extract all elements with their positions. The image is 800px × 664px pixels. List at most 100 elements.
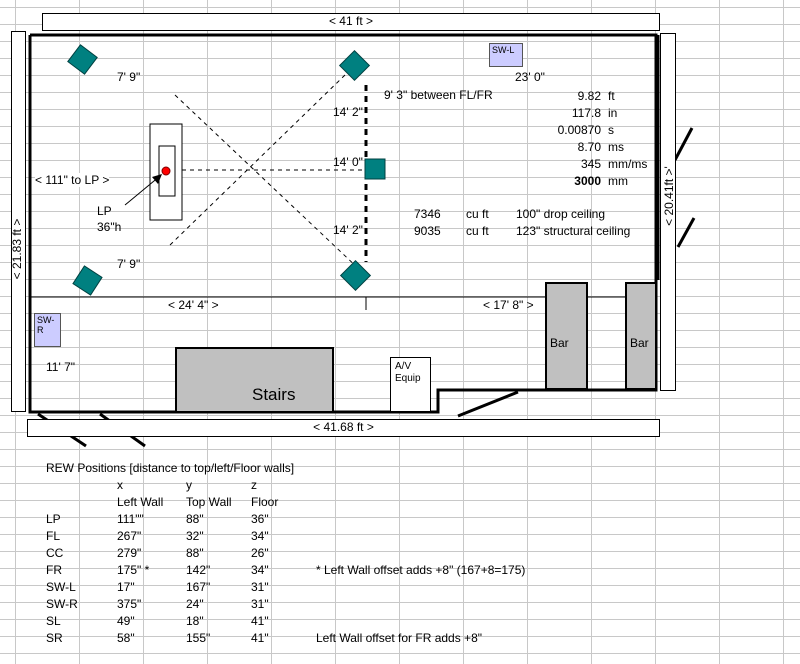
table-cell-z: 36"	[251, 512, 269, 526]
av-equipment: A/V Equip	[390, 357, 431, 412]
measurement-value: 345	[580, 157, 601, 171]
table-cell-y: 88"	[186, 512, 204, 526]
stairs-label: Stairs	[252, 385, 296, 404]
table-cell-y: 88"	[186, 546, 204, 560]
av-label-2: Equip	[395, 373, 421, 384]
table-cell-y: 18"	[186, 614, 204, 628]
speaker-sr	[72, 265, 103, 296]
fr-distance-to-lp: 14' 2"	[333, 223, 363, 237]
subwoofer-left: SW-L	[489, 43, 523, 67]
subwoofer-right: SW- R	[34, 313, 61, 347]
table-cell-x: 49"	[117, 614, 135, 628]
axis-header-x: x	[117, 478, 123, 492]
door-stroke-2	[676, 217, 696, 248]
measurement-row: 345 mm/ms	[540, 156, 647, 173]
subwoofer-right-label: SW-	[37, 315, 55, 325]
table-row-name: SL	[46, 614, 61, 628]
table-cell-z: 34"	[251, 529, 269, 543]
table-cell-x: 111""	[117, 512, 144, 526]
room-wall	[28, 33, 658, 414]
col-header-top-wall: Top Wall	[186, 495, 232, 509]
table-cell-z: 34"	[251, 563, 269, 577]
measurement-unit: ms	[608, 140, 624, 154]
swl-distance: 23' 0"	[515, 70, 545, 84]
cc-distance-to-lp: 14' 0"	[333, 155, 363, 169]
lp-arrow	[124, 175, 161, 206]
measurement-value: 9.82	[577, 89, 601, 103]
table-cell-y: 142"	[186, 563, 211, 577]
table-cell-z: 31"	[251, 580, 269, 594]
sl-distance: 7' 9"	[117, 70, 141, 84]
table-cell-y: 167"	[186, 580, 211, 594]
measurement-unit: in	[608, 106, 618, 120]
to-lp-label: < 111" to LP >	[35, 173, 110, 187]
speaker-sl	[67, 44, 98, 75]
lp-label: LP	[97, 204, 112, 218]
table-row-name: SW-R	[46, 597, 78, 611]
measurement-unit: mm/ms	[608, 157, 648, 171]
measurement-value: 3000	[574, 174, 601, 188]
lp-height-label: 36"h	[97, 220, 122, 234]
sr-distance: 7' 9"	[117, 257, 141, 271]
table-cell-x: 58"	[117, 631, 135, 645]
subwoofer-left-label: SW-L	[492, 45, 515, 55]
door-stroke-1	[673, 127, 694, 161]
bar-right-label: Bar	[630, 336, 649, 350]
measurement-unit: s	[608, 123, 614, 137]
table-cell-z: 41"	[251, 631, 269, 645]
col-header-floor: Floor	[251, 495, 279, 509]
volume-unit: cu ft	[466, 207, 489, 221]
subwoofer-right-label-2: R	[37, 325, 44, 335]
table-row-name: CC	[46, 546, 64, 560]
dash-line-b	[169, 74, 346, 246]
measurement-unit: ft	[608, 89, 615, 103]
measurement-row: 9.82 ft	[540, 88, 640, 105]
rew-table-title: REW Positions [distance to top/left/Floo…	[46, 461, 295, 475]
measurement-value: 0.00870	[557, 123, 601, 137]
table-cell-x: 375"	[117, 597, 142, 611]
swr-distance: 11' 7"	[46, 360, 76, 374]
table-cell-x: 279"	[117, 546, 142, 560]
axis-header-y: y	[186, 478, 192, 492]
right-dimension-bar: < 20.41ft >'	[660, 33, 676, 391]
bottom-dimension-bar: < 41.68 ft >	[27, 419, 660, 437]
bar-left-label: Bar	[550, 336, 569, 350]
table-cell-y: 24"	[186, 597, 204, 611]
speaker-cc	[364, 158, 386, 180]
speaker-fr	[339, 259, 372, 292]
table-cell-x: 267"	[117, 529, 142, 543]
measurement-value: 117.8	[571, 106, 601, 120]
measurement-row: 0.00870 s	[540, 122, 640, 139]
fl-distance-to-lp: 14' 2"	[333, 105, 363, 119]
top-dimension: < 41 ft >	[328, 14, 374, 28]
table-row-name: FL	[46, 529, 61, 543]
table-cell-z: 26"	[251, 546, 269, 560]
table-cell-y: 155"	[186, 631, 211, 645]
left-dimension-bar: < 21.83 ft >	[10, 31, 26, 412]
table-row-name: LP	[46, 512, 61, 526]
left-dimension: < 21.83 ft >	[10, 218, 24, 280]
bottom-dimension: < 41.68 ft >	[313, 420, 374, 434]
table-row-name: SR	[46, 631, 63, 645]
volume-note: 123" structural ceiling	[516, 224, 631, 238]
table-row-name: SW-L	[46, 580, 76, 594]
table-cell-z: 31"	[251, 597, 269, 611]
volume-value: 9035	[414, 224, 441, 238]
volume-unit: cu ft	[466, 224, 489, 238]
right-dimension: < 20.41ft >'	[662, 166, 676, 226]
col-header-left-wall: Left Wall	[117, 495, 164, 509]
measurement-unit: mm	[608, 174, 628, 188]
measurement-row: 3000 mm	[540, 173, 640, 190]
table-cell-y: 32"	[186, 529, 204, 543]
bar-right: Bar	[625, 282, 657, 390]
listening-point	[161, 166, 171, 176]
table-row-note: * Left Wall offset adds +8" (167+8=175)	[316, 563, 526, 577]
speaker-fl	[338, 49, 371, 82]
av-label: A/V	[395, 361, 412, 372]
lp-arrow-head	[152, 174, 162, 184]
volume-note: 100" drop ceiling	[516, 207, 605, 221]
top-dimension-bar: < 41 ft >	[42, 13, 660, 31]
